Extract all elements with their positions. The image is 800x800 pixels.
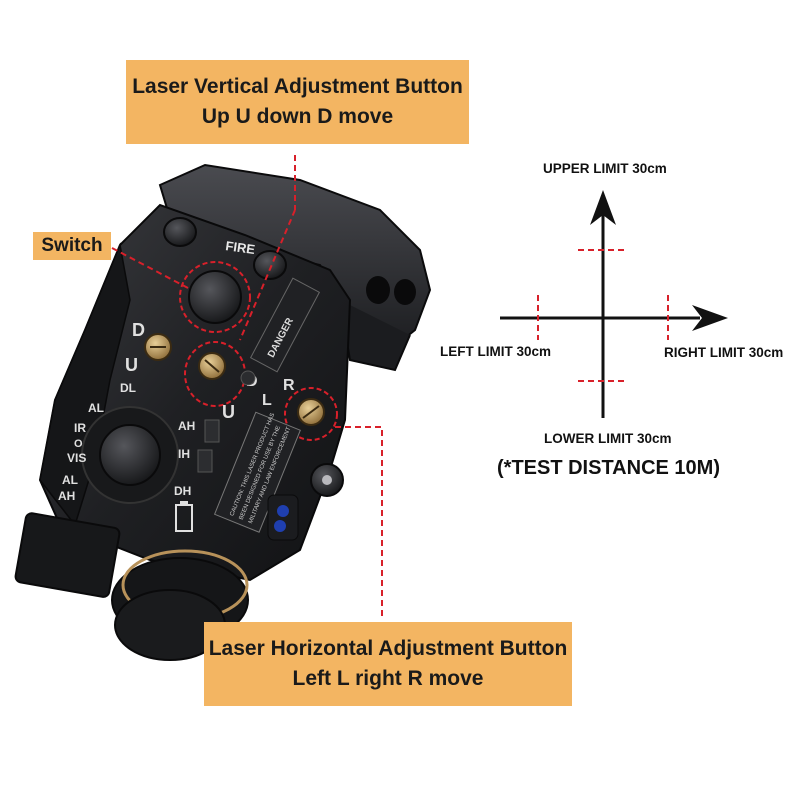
indicator-slot-2 [197, 449, 213, 473]
blue-knob-2[interactable] [274, 520, 286, 532]
lower-limit-label: LOWER LIMIT 30cm [544, 431, 672, 446]
horizontal-highlight-ring [284, 387, 338, 441]
marking-ih: IH [178, 447, 190, 461]
vertical-leader-line-2 [239, 209, 296, 341]
small-screw [240, 370, 256, 386]
side-panel [39, 242, 131, 527]
marking-d-left: D [132, 320, 145, 340]
side-knob-screw [322, 475, 332, 485]
vertical-callout-title: Laser Vertical Adjustment Button [132, 75, 463, 98]
marking-u-left: U [125, 355, 138, 375]
marking-r: R [283, 377, 295, 394]
marking-vis: VIS [67, 451, 86, 465]
arrow-up-icon [590, 190, 616, 225]
vertical-adjust-screw[interactable] [198, 352, 226, 380]
horizontal-callout-title: Laser Horizontal Adjustment Button [208, 637, 568, 660]
marking-al-top: AL [88, 401, 104, 415]
battery-icon [175, 501, 193, 532]
fire-marking: FIRE [225, 238, 257, 257]
horizontal-adjust-screw[interactable] [297, 398, 325, 426]
switch-callout-label: Switch [41, 235, 103, 256]
marking-ah-bottom: AH [58, 489, 75, 503]
fire-button-left[interactable] [163, 217, 197, 247]
switch-callout: Switch [33, 232, 111, 260]
danger-label: DANGER [249, 277, 321, 373]
blue-knob-housing [267, 494, 299, 541]
marking-dl: DL [120, 381, 136, 395]
indicator-slot-1 [204, 419, 220, 443]
laser-device: FIRE DANGER D U DL D U L R [14, 163, 432, 661]
blue-knob-1[interactable] [277, 505, 289, 517]
left-limit-label: LEFT LIMIT 30cm [440, 344, 552, 359]
horizontal-leader-line [335, 426, 383, 620]
fire-button-right[interactable] [253, 250, 287, 280]
marking-dh: DH [174, 484, 191, 498]
vertical-callout-subtitle: Up U down D move [201, 105, 394, 128]
mount-hole-2 [394, 279, 416, 305]
marking-u-right: U [222, 402, 235, 422]
dl-adjust-screw[interactable] [144, 333, 172, 361]
front-block [14, 512, 121, 598]
marking-l: L [262, 392, 272, 409]
marking-al-bottom: AL [62, 473, 78, 487]
arrow-right-icon [692, 305, 728, 331]
adjustment-diagram [500, 190, 728, 418]
horizontal-callout-subtitle: Left L right R move [292, 667, 484, 690]
upper-limit-label: UPPER LIMIT 30cm [543, 161, 667, 176]
mount-hole-1 [366, 276, 390, 304]
marking-ah: AH [178, 419, 195, 433]
switch-button[interactable] [188, 270, 242, 324]
switch-highlight-ring [179, 261, 251, 333]
marking-o: O [74, 438, 83, 450]
mode-selector-knob[interactable] [99, 424, 161, 486]
horizontal-adjustment-callout: Laser Horizontal Adjustment Button Left … [204, 622, 572, 706]
test-distance-note: (*TEST DISTANCE 10M) [497, 457, 720, 479]
switch-leader-line [111, 247, 189, 289]
vertical-adjustment-callout: Laser Vertical Adjustment Button Up U do… [126, 60, 469, 144]
right-limit-label: RIGHT LIMIT 30cm [664, 345, 784, 360]
marking-ir: IR [74, 421, 86, 435]
